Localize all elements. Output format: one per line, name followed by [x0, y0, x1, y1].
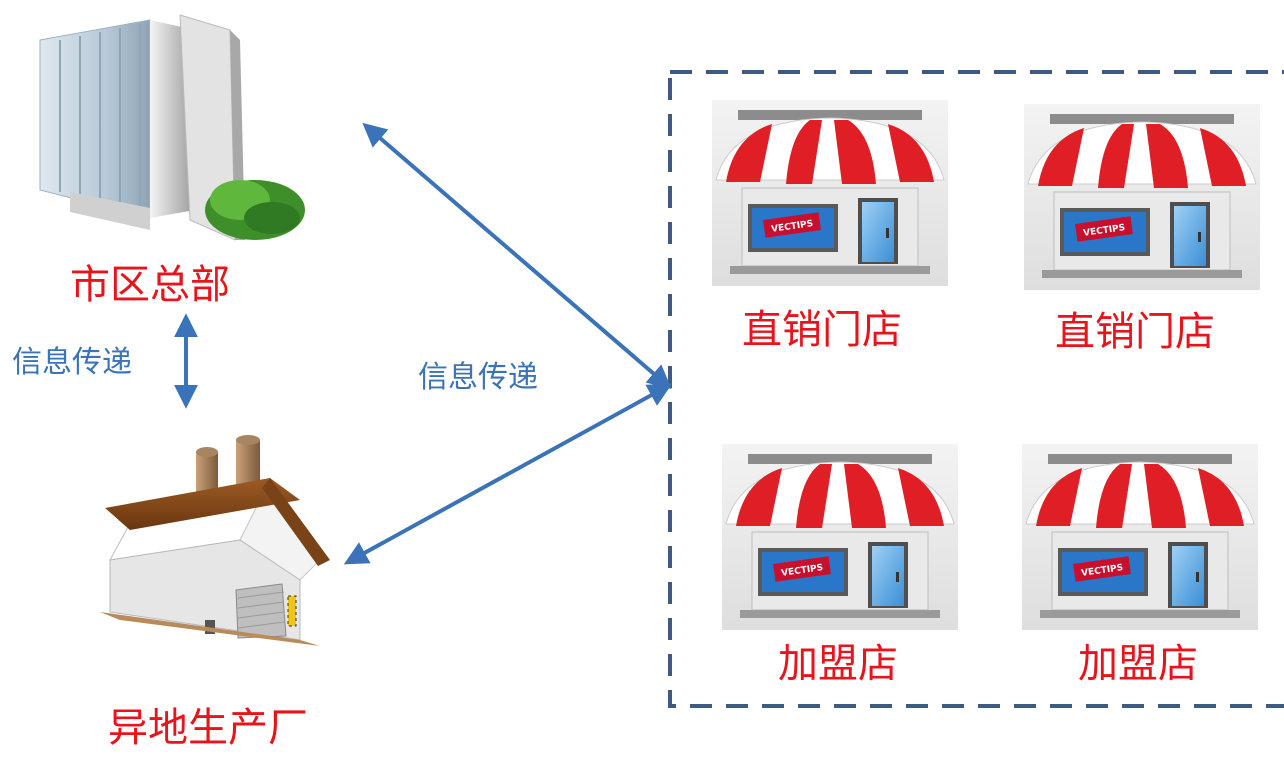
storefront-icon [1023, 103, 1261, 291]
storefront-icon [711, 99, 949, 287]
store-label-franchise-1: 加盟店 [778, 641, 898, 687]
store-label-direct-2: 直销门店 [1055, 309, 1215, 355]
storefront-icon [721, 443, 959, 631]
edge-label-to-stores: 信息传递 [418, 360, 538, 395]
hq-stores-arrow [362, 122, 672, 390]
store-label-direct-1: 直销门店 [742, 307, 902, 353]
store-group-border [668, 70, 1284, 708]
office-building-icon [39, 14, 305, 241]
store-label-franchise-2: 加盟店 [1078, 641, 1198, 687]
storefront-icon [1021, 443, 1259, 631]
factory-icon [100, 435, 330, 646]
edge-label-hq-factory: 信息传递 [12, 345, 132, 380]
factory-stores-arrow [343, 383, 673, 565]
factory-label: 异地生产厂 [108, 705, 308, 751]
headquarters-label: 市区总部 [70, 262, 230, 308]
